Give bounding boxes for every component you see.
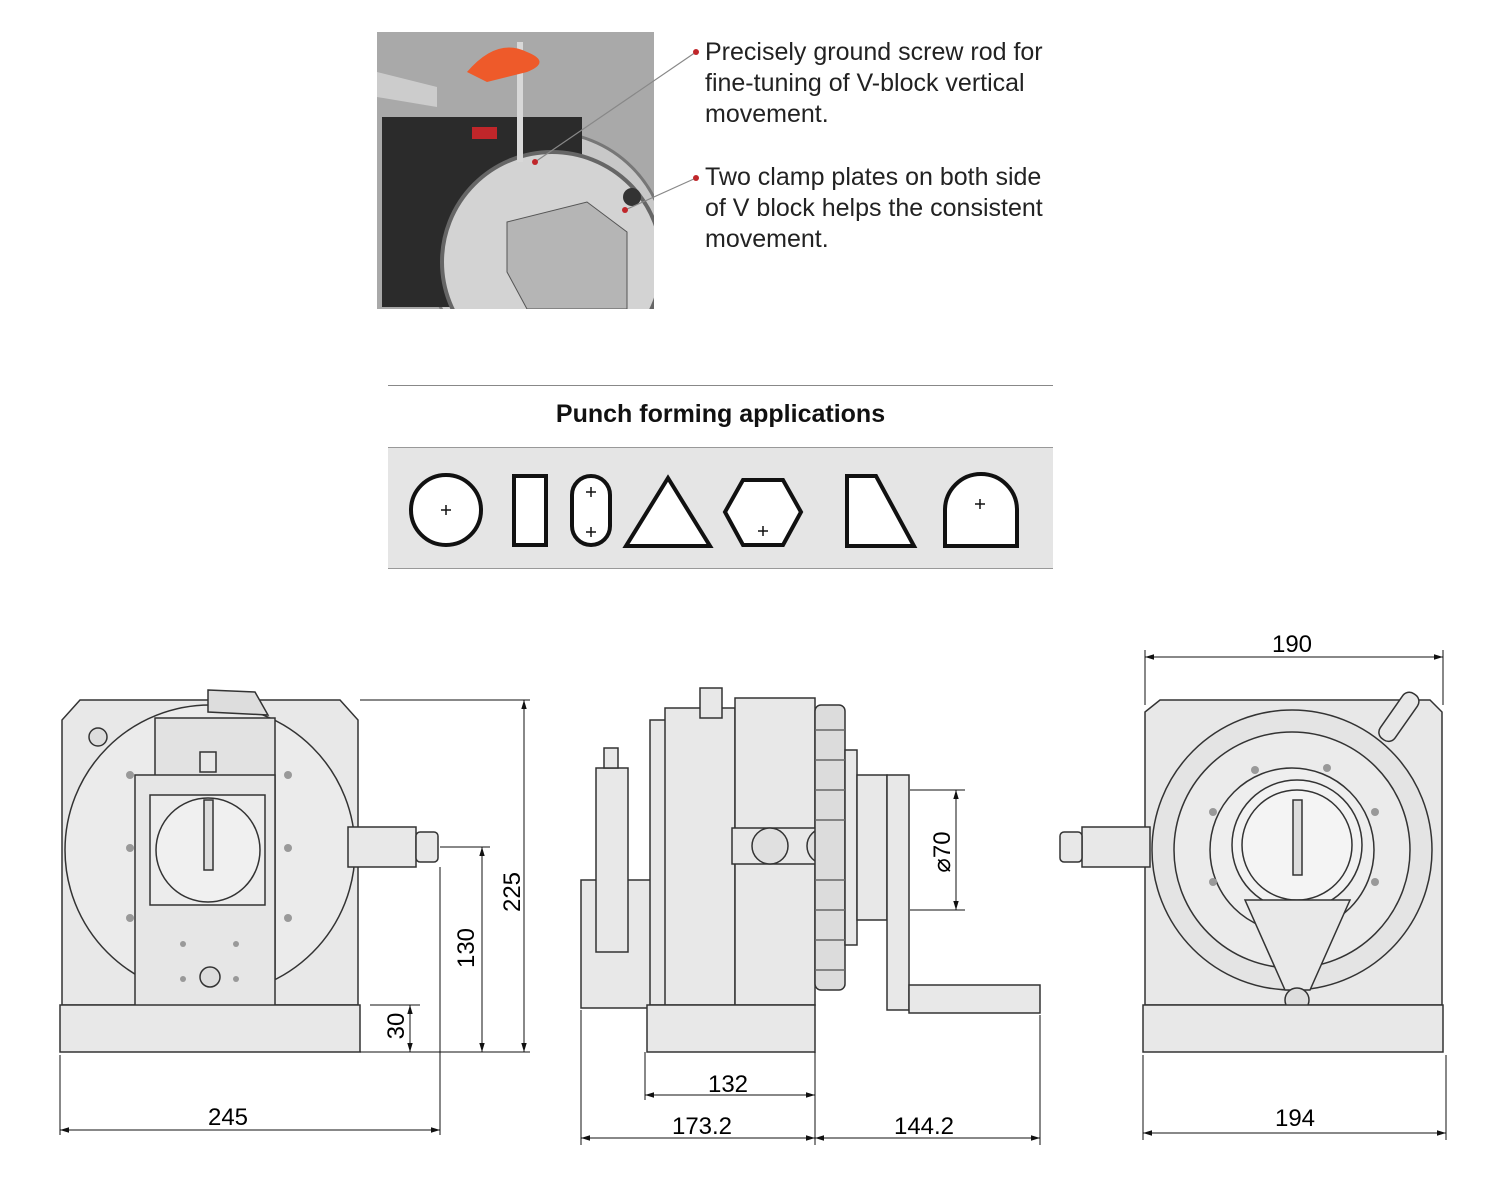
side-dimension-lines <box>580 789 1041 1145</box>
dim-front-height: 225 <box>499 872 526 912</box>
rear-view <box>1059 691 1444 1053</box>
callout-screw-rod: Precisely ground screw rod for fine-tuni… <box>705 37 1105 130</box>
technical-drawings: 245 225 130 30 132 173.2 <box>59 631 1447 1145</box>
bullet-dot-1 <box>693 49 699 55</box>
shape-slot <box>570 474 612 547</box>
shape-trapezoid <box>845 474 918 548</box>
callout-leaders <box>532 49 699 213</box>
dim-center-height: 130 <box>453 928 480 968</box>
dim-side-left: 173.2 <box>672 1113 732 1140</box>
shape-triangle <box>622 474 714 548</box>
rear-dimension-lines <box>1142 650 1447 1140</box>
dim-handwheel-diameter: ⌀70 <box>929 831 956 872</box>
shapes-band <box>388 447 1053 569</box>
shape-hexagon <box>722 478 804 547</box>
center-marks <box>441 487 985 537</box>
leader-end-1 <box>532 159 538 165</box>
photo-illustration <box>377 32 654 309</box>
dim-front-width: 245 <box>208 1104 248 1131</box>
dim-base-height: 30 <box>383 1013 410 1040</box>
callout-line: Two clamp plates on both side <box>705 163 1042 191</box>
shape-arch <box>943 472 1019 548</box>
dim-rear-bottom: 194 <box>1275 1105 1315 1132</box>
callout-line: of V block helps the consistent <box>705 194 1043 222</box>
product-photo <box>377 32 654 309</box>
leader-end-2 <box>622 207 628 213</box>
front-dimension-lines <box>59 699 530 1135</box>
leader-line-2 <box>624 177 697 211</box>
punch-shapes <box>409 472 1019 548</box>
dim-side-base: 132 <box>708 1071 748 1098</box>
callout-clamp-plates: Two clamp plates on both side of V block… <box>705 162 1105 255</box>
bullet-dot-2 <box>693 175 699 181</box>
callout-line: movement. <box>705 100 829 128</box>
front-view <box>59 689 439 1053</box>
side-view <box>580 687 1041 1053</box>
callout-line: fine-tuning of V-block vertical <box>705 69 1025 97</box>
section-title: Punch forming applications <box>555 400 886 428</box>
dim-rear-top: 190 <box>1272 631 1312 658</box>
callout-line: Precisely ground screw rod for <box>705 38 1043 66</box>
shape-rectangle <box>512 474 548 547</box>
section-divider <box>388 385 1053 386</box>
dim-side-right: 144.2 <box>894 1113 954 1140</box>
leader-line-1 <box>534 51 697 163</box>
callout-line: movement. <box>705 225 829 253</box>
